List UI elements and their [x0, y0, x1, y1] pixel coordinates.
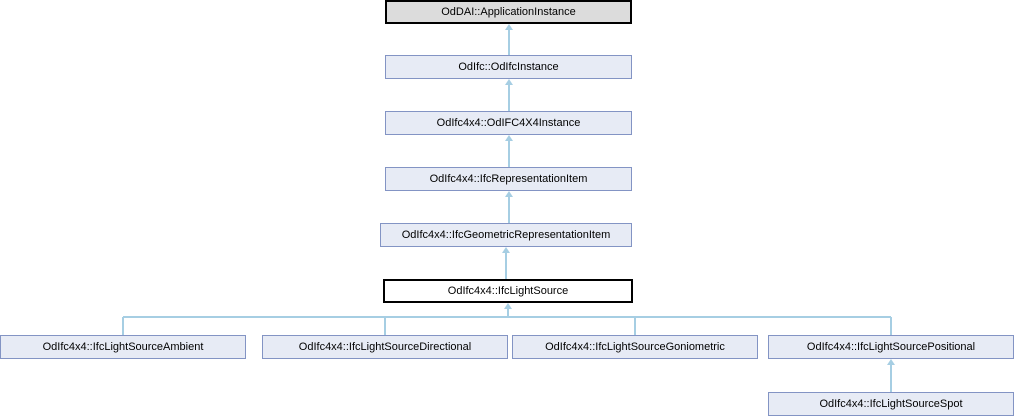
class-node-n4[interactable]: OdIfc4x4::IfcGeometricRepresentationItem: [380, 223, 632, 247]
class-node-label: OdDAI::ApplicationInstance: [441, 5, 576, 18]
class-node-label: OdIfc4x4::IfcLightSourcePositional: [806, 340, 976, 353]
edge-vertical: [384, 317, 386, 335]
class-node-label: OdIfc4x4::IfcLightSourceDirectional: [298, 340, 472, 353]
class-node-label: OdIfc4x4::IfcGeometricRepresentationItem: [401, 228, 611, 241]
class-node-label: OdIfc4x4::IfcLightSource: [447, 284, 569, 297]
class-node-n2[interactable]: OdIfc4x4::OdIFC4X4Instance: [385, 111, 632, 135]
edge-vertical: [507, 308, 509, 317]
edge-vertical: [122, 317, 124, 335]
inheritance-arrow: [504, 135, 513, 141]
class-node-n6[interactable]: OdIfc4x4::IfcLightSourceAmbient: [0, 335, 246, 359]
edge-vertical: [634, 317, 636, 335]
class-node-label: OdIfc::OdIfcInstance: [458, 60, 559, 73]
inheritance-arrow: [887, 359, 895, 365]
class-node-label: OdIfc4x4::OdIFC4X4Instance: [436, 116, 581, 129]
inheritance-arrow: [504, 24, 513, 30]
inheritance-arrow: [504, 79, 513, 85]
edge-horizontal-bus: [123, 316, 891, 318]
class-node-label: OdIfc4x4::IfcRepresentationItem: [429, 172, 588, 185]
class-node-n0[interactable]: OdDAI::ApplicationInstance: [385, 0, 632, 24]
class-node-label: OdIfc4x4::IfcLightSourceAmbient: [42, 340, 204, 353]
class-node-label: OdIfc4x4::IfcLightSourceSpot: [819, 397, 963, 410]
class-node-label: OdIfc4x4::IfcLightSourceGoniometric: [545, 340, 725, 353]
class-node-n3[interactable]: OdIfc4x4::IfcRepresentationItem: [385, 167, 632, 191]
edge-vertical: [890, 364, 892, 392]
inheritance-arrow: [504, 191, 513, 197]
edge-vertical: [505, 252, 507, 279]
edge-vertical: [890, 317, 892, 335]
class-node-n8[interactable]: OdIfc4x4::IfcLightSourceGoniometric: [512, 335, 758, 359]
edge-vertical: [507, 29, 510, 55]
class-node-n7[interactable]: OdIfc4x4::IfcLightSourceDirectional: [262, 335, 508, 359]
class-node-n5[interactable]: OdIfc4x4::IfcLightSource: [383, 279, 633, 303]
class-node-n10[interactable]: OdIfc4x4::IfcLightSourceSpot: [768, 392, 1014, 416]
edge-vertical: [507, 84, 510, 111]
inheritance-arrow: [502, 247, 510, 253]
edge-vertical: [507, 140, 510, 167]
class-node-n9[interactable]: OdIfc4x4::IfcLightSourcePositional: [768, 335, 1014, 359]
edge-vertical: [507, 196, 510, 223]
inheritance-arrow: [504, 303, 512, 309]
class-node-n1[interactable]: OdIfc::OdIfcInstance: [385, 55, 632, 79]
